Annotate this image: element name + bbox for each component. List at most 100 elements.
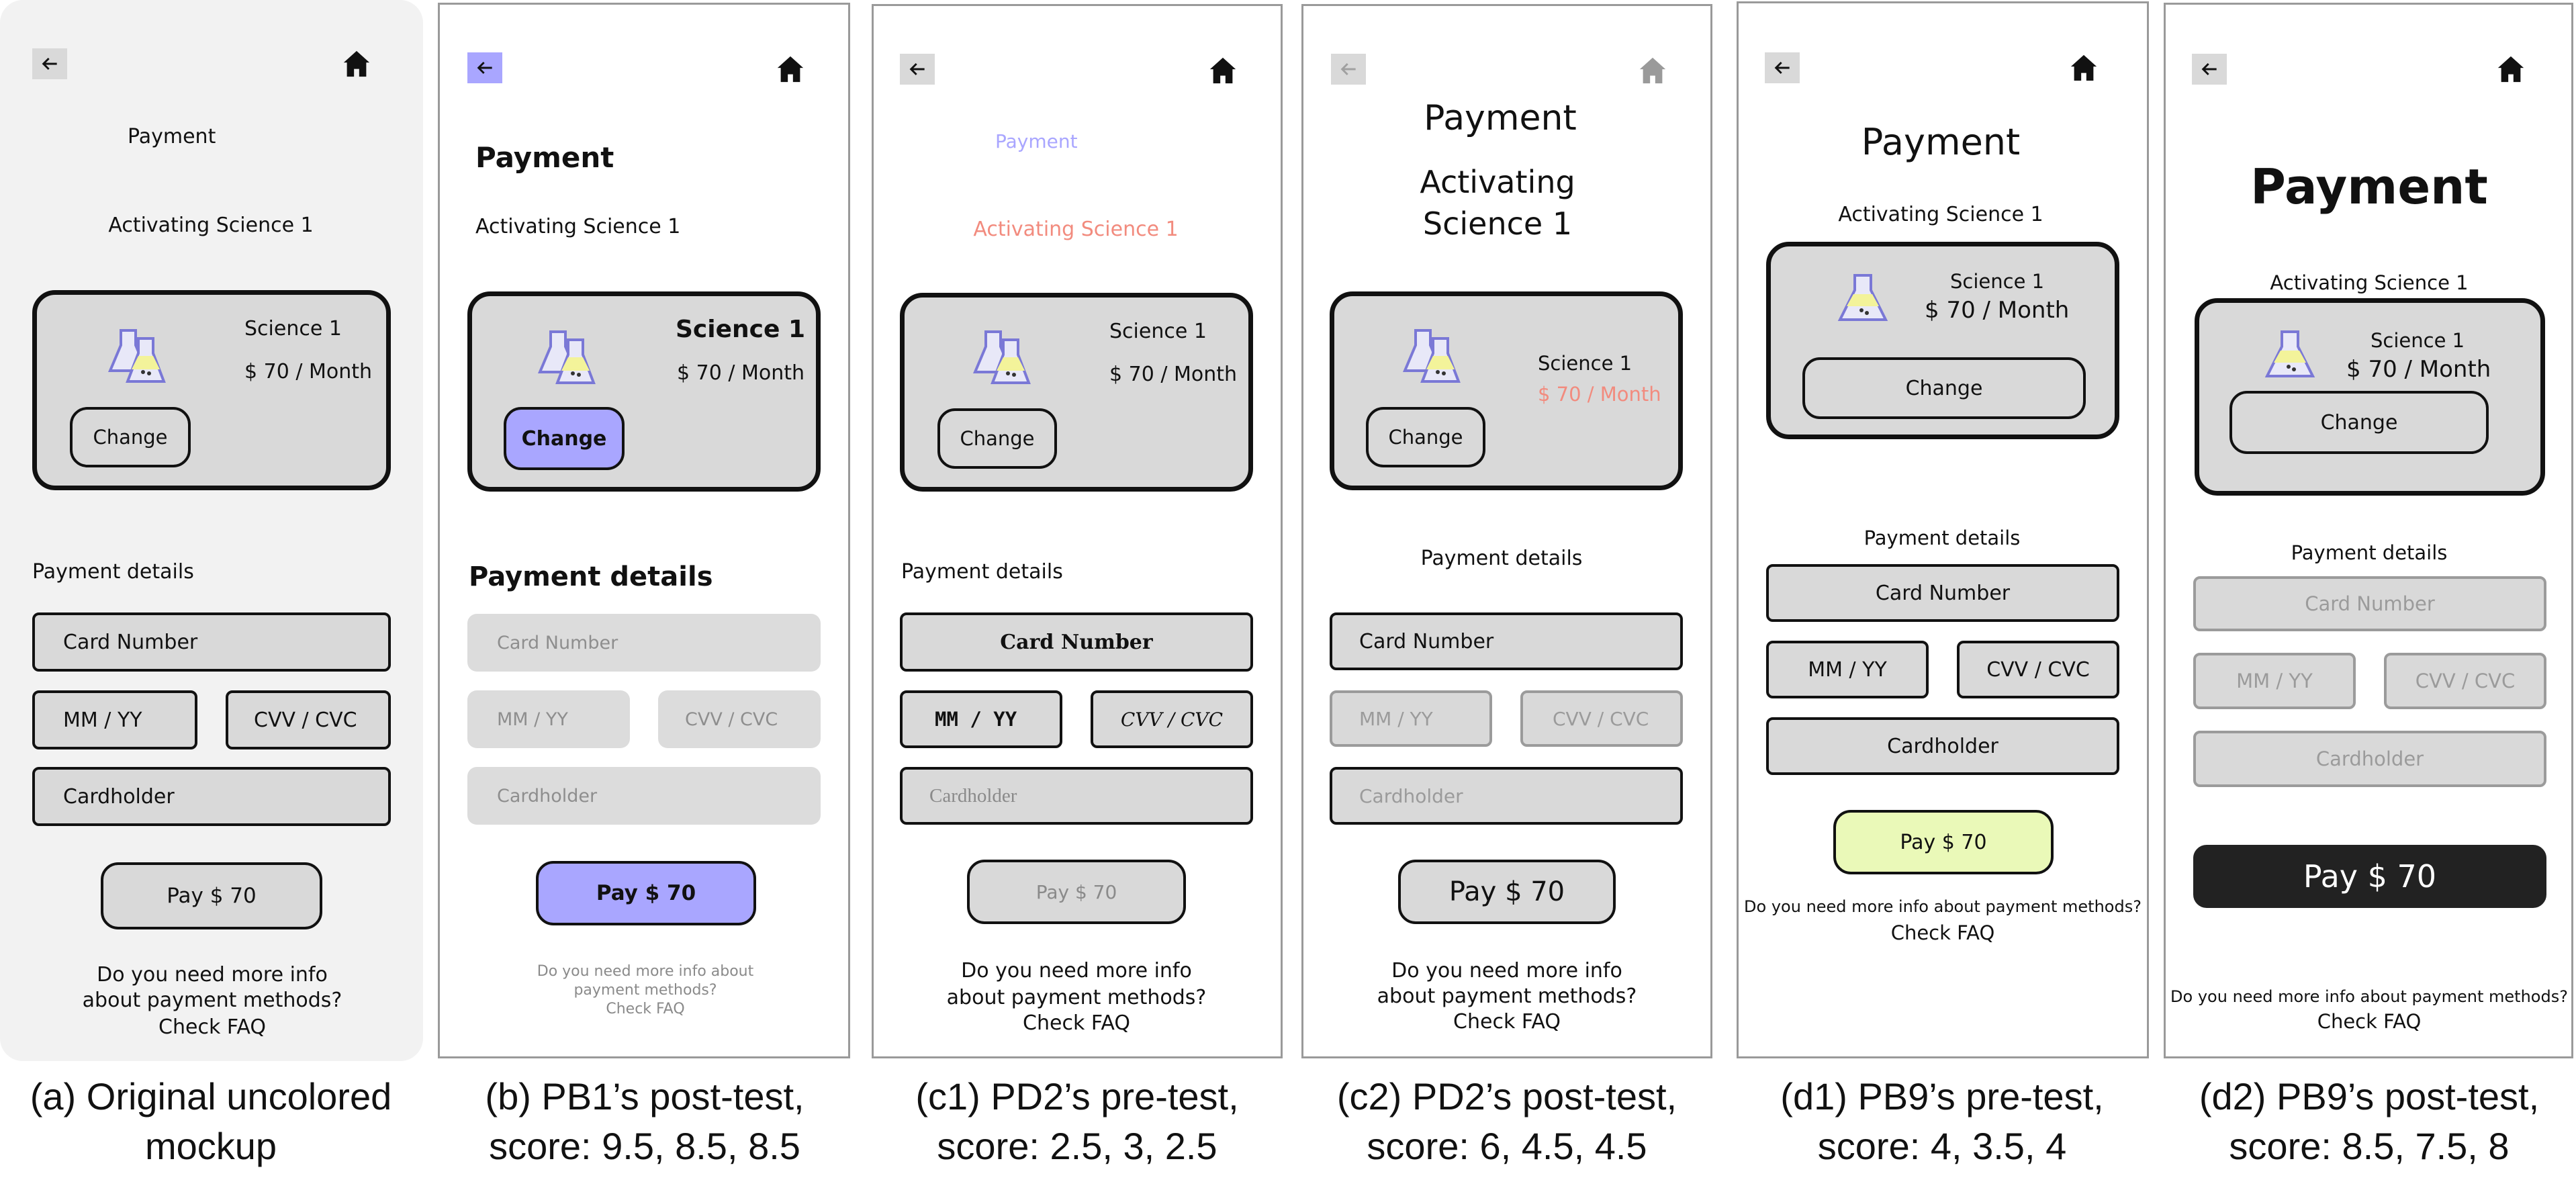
card-number-field[interactable]: Card Number <box>900 612 1253 672</box>
pay-button[interactable]: Pay $ 70 <box>967 860 1186 924</box>
change-button[interactable]: Change <box>504 407 625 470</box>
expiry-field[interactable]: MM / YY <box>900 690 1062 748</box>
faq-text-line1: Do you need more info <box>961 959 1192 983</box>
card-number-field[interactable]: Card Number <box>2193 576 2546 631</box>
science-flask-icon <box>107 329 166 383</box>
cvv-field[interactable]: CVV / CVC <box>2384 653 2546 709</box>
change-button[interactable]: Change <box>1366 407 1485 467</box>
back-button[interactable] <box>32 48 67 79</box>
change-button[interactable]: Change <box>1802 357 2086 419</box>
pay-button[interactable]: Pay $ 70 <box>536 861 756 925</box>
faq-link[interactable]: Check FAQ <box>2317 1010 2422 1033</box>
card-number-field[interactable]: Card Number <box>1330 612 1683 670</box>
expiry-field[interactable]: MM / YY <box>32 690 197 749</box>
product-price: $ 70 / Month <box>1109 363 1238 386</box>
page-title: Payment <box>1424 98 1577 138</box>
caption-c1-line1: (c1) PD2’s pre-test, <box>915 1075 1239 1117</box>
caption-c2-line1: (c2) PD2’s post-test, <box>1336 1075 1677 1117</box>
cardholder-field[interactable]: Cardholder <box>1330 767 1683 825</box>
page-title: Payment <box>1861 121 2021 163</box>
expiry-field[interactable]: MM / YY <box>1766 641 1929 698</box>
cardholder-field[interactable]: Cardholder <box>1766 717 2119 775</box>
product-price: $ 70 / Month <box>1925 297 2070 324</box>
home-icon[interactable] <box>1207 55 1238 86</box>
faq-text-line1: Do you need more info <box>1391 959 1622 983</box>
mockup-d2: Payment Activating Science 1 Science 1 $… <box>2160 0 2576 1061</box>
payment-details-heading: Payment details <box>1864 527 2021 549</box>
card-number-field[interactable]: Card Number <box>1766 564 2119 622</box>
home-icon[interactable] <box>2495 54 2526 85</box>
faq-text-line2: about payment methods? <box>82 989 342 1012</box>
change-button[interactable]: Change <box>70 407 191 467</box>
card-number-field[interactable]: Card Number <box>467 614 821 672</box>
arrow-left-icon <box>1774 61 1790 75</box>
expiry-field[interactable]: MM / YY <box>2193 653 2356 709</box>
page-title: Payment <box>2250 158 2488 215</box>
cvv-field[interactable]: CVV / CVC <box>1091 690 1253 748</box>
change-button[interactable]: Change <box>937 408 1057 469</box>
cardholder-field[interactable]: Cardholder <box>2193 731 2546 787</box>
faq-text-line1: Do you need more info about <box>537 963 754 980</box>
faq-text-line2: payment methods? <box>573 982 717 999</box>
product-name: Science 1 <box>2371 329 2465 352</box>
product-name: Science 1 <box>676 316 805 343</box>
subtitle-line2: Science 1 <box>1422 206 1573 242</box>
product-name: Science 1 <box>1109 320 1207 343</box>
home-icon[interactable] <box>1637 55 1668 86</box>
faq-link[interactable]: Check FAQ <box>1023 1011 1130 1035</box>
cvv-field[interactable]: CVV / CVC <box>658 690 821 748</box>
back-button[interactable] <box>2192 54 2227 85</box>
caption-b-line1: (b) PB1’s post-test, <box>485 1075 804 1117</box>
caption-d1-line2: score: 4, 3.5, 4 <box>1817 1125 2067 1167</box>
mockup-c1: Payment Activating Science 1 Science 1 $… <box>868 0 1287 1061</box>
product-name: Science 1 <box>1538 352 1632 375</box>
faq-link[interactable]: Check FAQ <box>1890 921 1995 944</box>
home-icon[interactable] <box>775 54 806 85</box>
home-icon[interactable] <box>2068 52 2099 83</box>
page-title: Payment <box>995 130 1078 152</box>
faq-link[interactable]: Check FAQ <box>606 1001 685 1017</box>
back-button[interactable] <box>467 52 502 83</box>
faq-link[interactable]: Check FAQ <box>1453 1010 1561 1034</box>
cardholder-field[interactable]: Cardholder <box>32 767 391 826</box>
pay-button[interactable]: Pay $ 70 <box>2193 845 2546 908</box>
expiry-field[interactable]: MM / YY <box>467 690 630 748</box>
faq-text-line1: Do you need more info <box>97 963 328 987</box>
faq-link[interactable]: Check FAQ <box>158 1015 266 1039</box>
arrow-left-icon <box>909 62 925 76</box>
product-name: Science 1 <box>244 317 342 340</box>
back-button[interactable] <box>900 54 935 85</box>
home-icon[interactable] <box>341 48 372 79</box>
back-button[interactable] <box>1765 52 1800 83</box>
science-flask-icon <box>1837 274 1888 321</box>
mockup-b: Payment Activating Science 1 Science 1 $… <box>435 0 854 1061</box>
caption-a-line1: (a) Original uncolored <box>30 1075 392 1117</box>
caption-c2-line2: score: 6, 4.5, 4.5 <box>1367 1125 1647 1167</box>
expiry-field[interactable]: MM / YY <box>1330 690 1492 747</box>
science-flask-icon <box>1402 329 1461 383</box>
caption-b-line2: score: 9.5, 8.5, 8.5 <box>489 1125 800 1167</box>
caption-c1-line2: score: 2.5, 3, 2.5 <box>937 1125 1217 1167</box>
cvv-field[interactable]: CVV / CVC <box>226 690 391 749</box>
cvv-field[interactable]: CVV / CVC <box>1520 690 1683 747</box>
cvv-field[interactable]: CVV / CVC <box>1957 641 2119 698</box>
cardholder-field[interactable]: Cardholder <box>467 767 821 825</box>
page-title: Payment <box>475 141 614 174</box>
back-button[interactable] <box>1331 54 1366 85</box>
arrow-left-icon <box>477 61 492 75</box>
pay-button[interactable]: Pay $ 70 <box>1833 810 2054 874</box>
pay-button[interactable]: Pay $ 70 <box>101 862 322 929</box>
subtitle: Activating Science 1 <box>973 218 1179 241</box>
faq-text-line2: about payment methods? <box>946 986 1207 1009</box>
mockup-d1: Payment Activating Science 1 Science 1 $… <box>1733 0 2153 1061</box>
arrow-left-icon <box>1340 62 1356 76</box>
card-number-field[interactable]: Card Number <box>32 612 391 672</box>
change-button[interactable]: Change <box>2229 391 2489 454</box>
subtitle-line1: Activating <box>1420 164 1575 200</box>
cardholder-field[interactable]: Cardholder <box>900 767 1253 825</box>
subtitle: Activating Science 1 <box>1838 203 2043 226</box>
faq-text-line1: Do you need more info about payment meth… <box>2170 987 2568 1006</box>
page-title: Payment <box>128 125 216 148</box>
science-flask-icon <box>972 330 1031 384</box>
pay-button[interactable]: Pay $ 70 <box>1398 860 1616 924</box>
